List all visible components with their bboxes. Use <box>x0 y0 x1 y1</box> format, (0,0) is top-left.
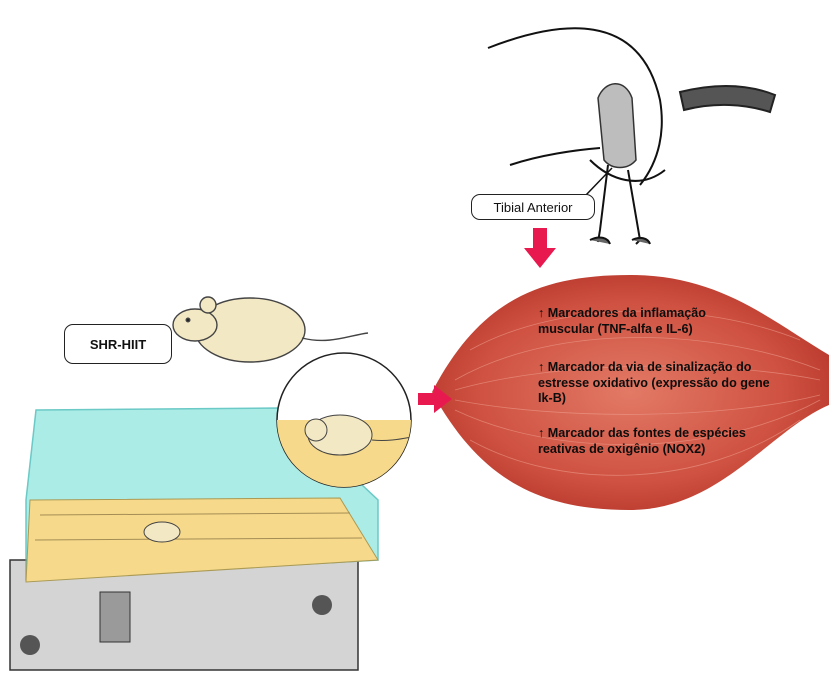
marker-text: Marcador das fontes de espécies reativas… <box>538 426 746 456</box>
rat-icon <box>173 297 368 362</box>
arrow-up-icon: ↑ <box>538 426 544 440</box>
arrow-up-icon: ↑ <box>538 306 544 320</box>
muscle-label: Tibial Anterior <box>471 194 595 220</box>
arrow-down-icon <box>524 228 556 268</box>
marker-text: Marcador da via de sinalização do estres… <box>538 360 770 405</box>
group-label: SHR-HIIT <box>64 324 172 364</box>
marker-inflammation: ↑ Marcadores da inflamação muscular (TNF… <box>538 306 748 337</box>
marker-ros-sources: ↑ Marcador das fontes de espécies reativ… <box>538 426 758 457</box>
arrow-up-icon: ↑ <box>538 360 544 374</box>
marker-oxidative-stress: ↑ Marcador da via de sinalização do estr… <box>538 360 778 407</box>
marker-text: Marcadores da inflamação muscular (TNF-a… <box>538 306 706 336</box>
